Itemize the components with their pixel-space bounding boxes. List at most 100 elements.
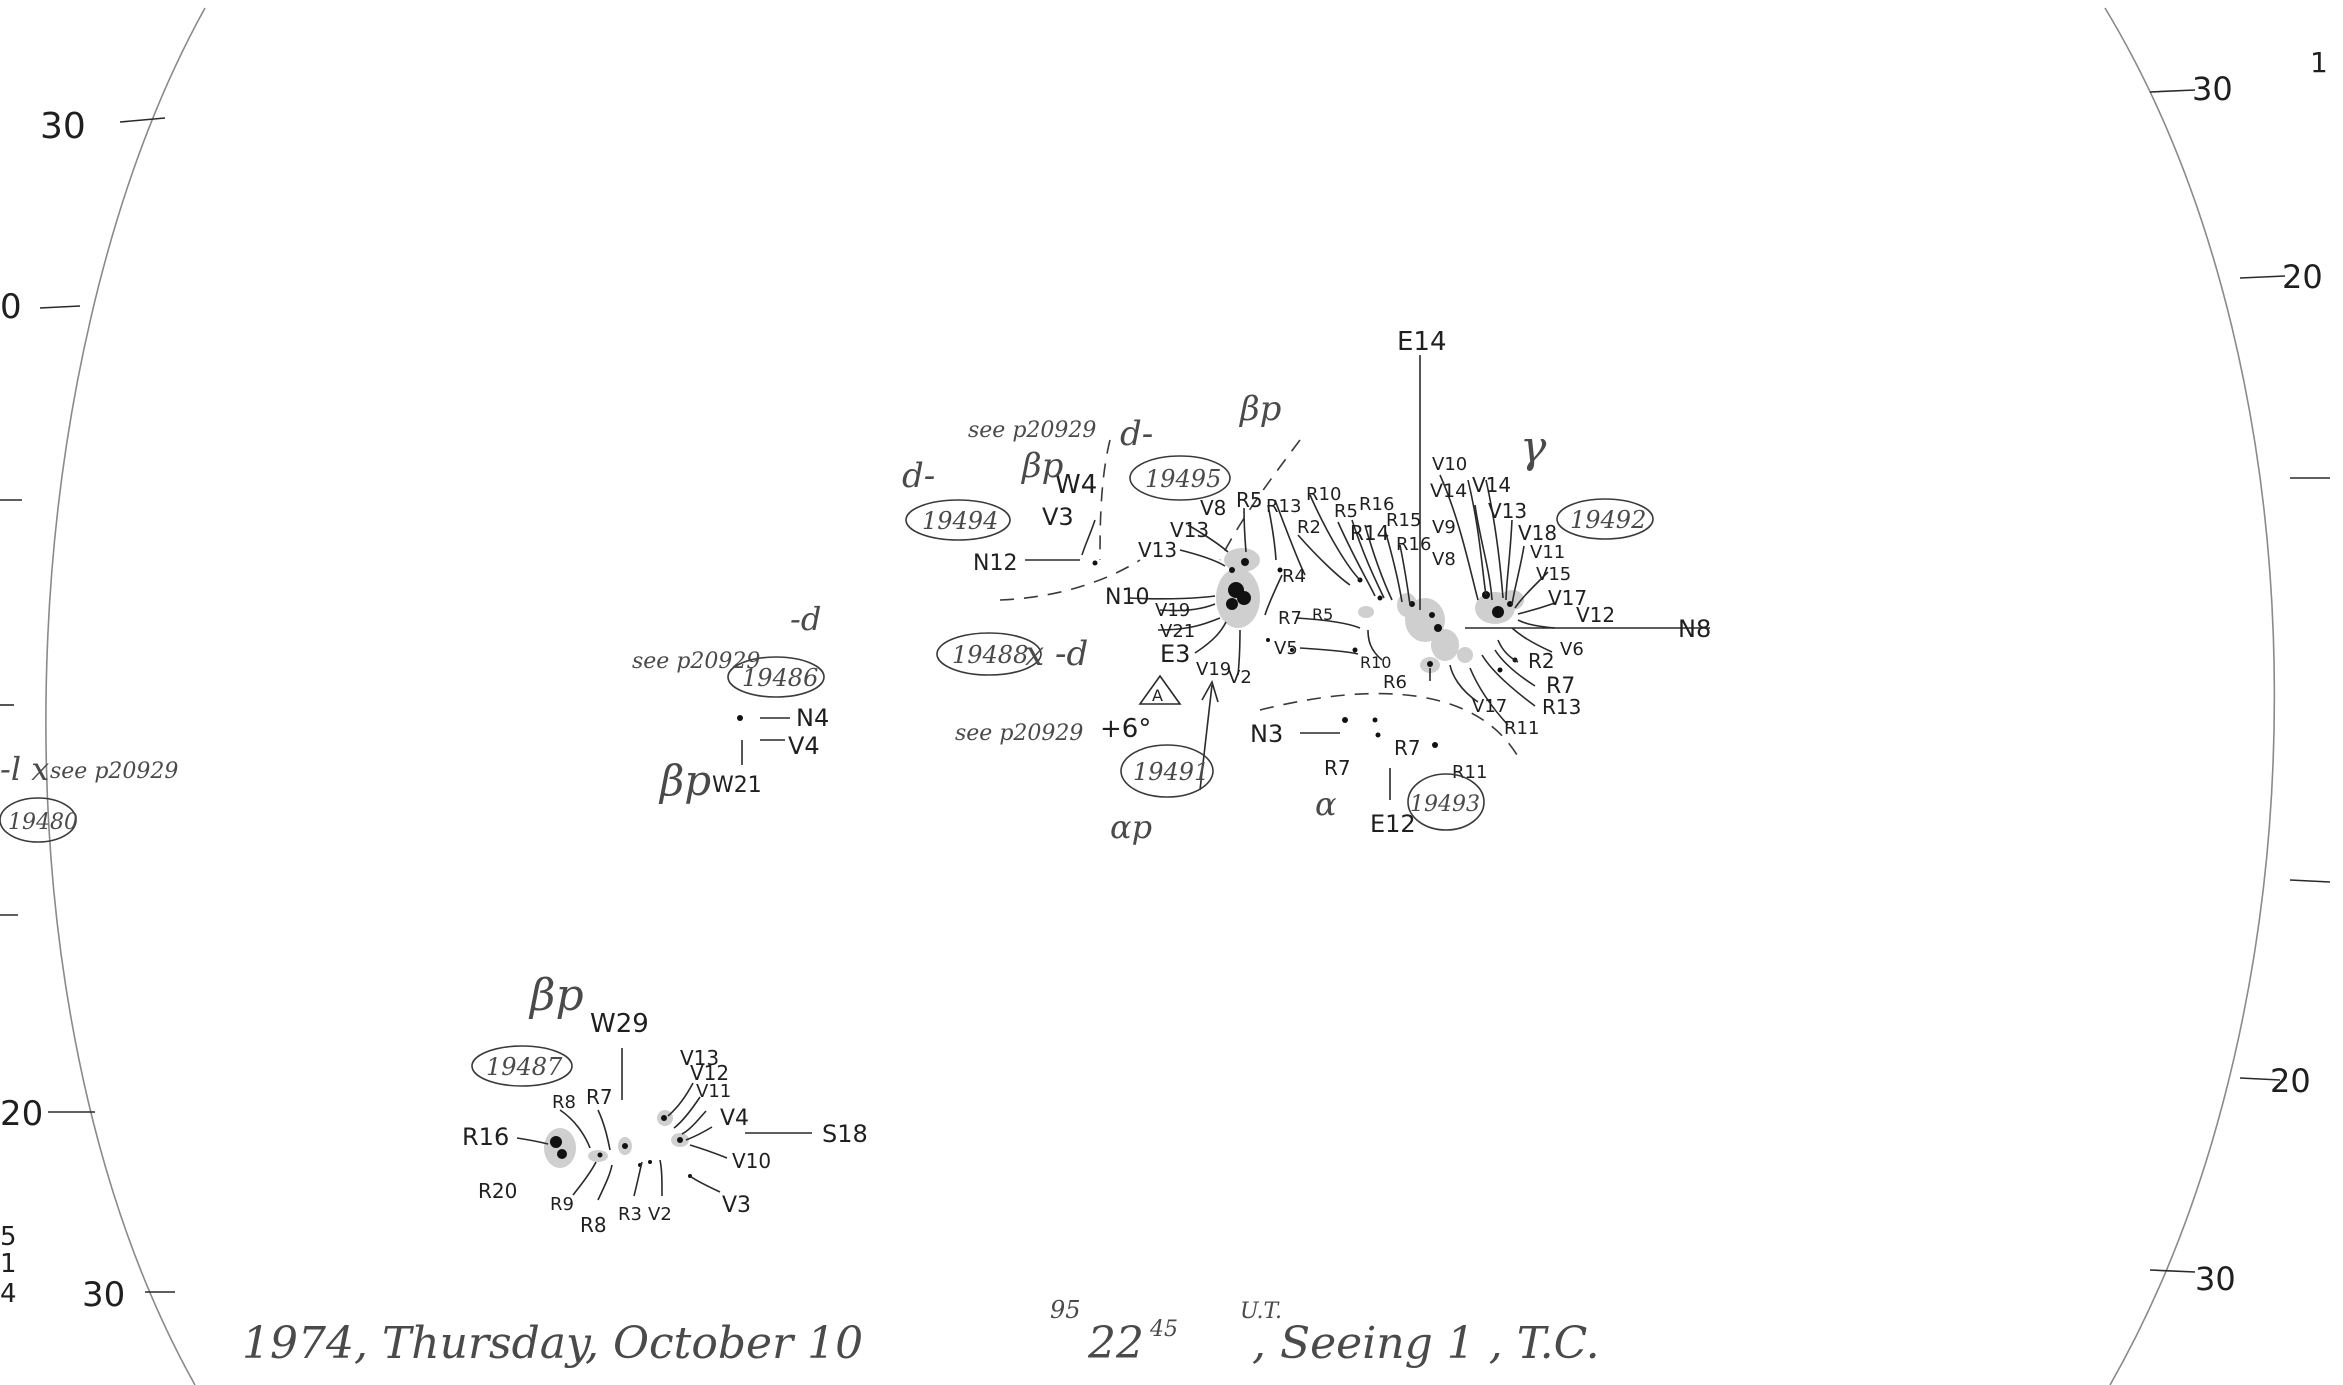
feature-label: V17 (1548, 586, 1587, 610)
caption-seeing: , Seeing 1 , T.C. (1252, 1318, 1600, 1369)
feature-label: R8 (580, 1213, 607, 1237)
region-note: see p20929 (632, 649, 760, 674)
arrow (1199, 684, 1213, 791)
region-number-oval (727, 656, 825, 698)
feature-label: V13 (680, 1046, 719, 1070)
feature-label: V3 (1042, 503, 1074, 531)
feature-label: R2 (1297, 517, 1321, 538)
feature-label: N3 (1250, 720, 1283, 748)
region-boundary (1219, 439, 1301, 561)
feature-label: R7 (1394, 736, 1421, 760)
feature-label: R10 (1360, 653, 1391, 672)
feature-label: V13 (1488, 499, 1527, 523)
edge-mark: 1 (0, 1249, 17, 1279)
feature-label: W4 (1055, 470, 1097, 500)
region-number: 19491 (1133, 758, 1209, 786)
region-class: βp (658, 756, 711, 805)
feature-label: R20 (478, 1179, 517, 1203)
caption-day-fraction: 95 (1050, 1296, 1081, 1324)
feature-label: R15 (1386, 510, 1421, 531)
feature-label: V12 (1576, 603, 1615, 627)
feature-label: N10 (1105, 585, 1149, 610)
region-boundary (999, 559, 1141, 601)
region-boundary (1099, 439, 1111, 561)
right-tick-label: 20 (2270, 1062, 2311, 1100)
feature-label: N8 (1678, 615, 1711, 643)
right-tick-label: 30 (2192, 70, 2233, 108)
feature-label: R8 (552, 1092, 576, 1113)
region-type: d- (902, 456, 935, 496)
feature-label: R5 (1312, 605, 1333, 624)
feature-label: R10 (1306, 484, 1341, 505)
solar-limb-right (2104, 7, 2276, 1385)
feature-label: V11 (1530, 542, 1565, 563)
region-number-oval (1556, 498, 1654, 540)
feature-label: V10 (732, 1149, 771, 1173)
region-class: βp (528, 970, 584, 1021)
feature-label: V15 (1536, 564, 1571, 585)
region-number-oval (1407, 773, 1485, 831)
region-number-oval (936, 632, 1042, 676)
feature-label: R7 (586, 1085, 613, 1109)
region-number: 19488 (952, 641, 1028, 669)
feature-label: V14 (1430, 480, 1467, 502)
sunspot-cluster-mid (737, 715, 790, 765)
left-tick-label: 20 (0, 1094, 43, 1134)
region-number: 19494 (922, 507, 998, 535)
feature-label: V21 (1160, 621, 1195, 642)
feature-label: N12 (973, 551, 1017, 576)
region-class: βp (1238, 389, 1281, 429)
solar-limb-left (45, 7, 206, 1385)
caption-time: 22 (1087, 1318, 1144, 1369)
region-number-oval (905, 499, 1011, 541)
region-boundary (1259, 692, 1521, 761)
feature-label: E3 (1160, 640, 1190, 668)
sunspot-cluster-lower (544, 1110, 692, 1178)
feature-label: N4 (796, 704, 829, 732)
grid-tick (2239, 275, 2286, 279)
grid-tick (2149, 89, 2196, 93)
feature-label: V18 (1518, 521, 1557, 545)
feature-label: S18 (822, 1120, 868, 1148)
feature-label: R7 (1546, 674, 1575, 699)
caption-date: 1974, Thursday, October 10 (242, 1318, 863, 1369)
feature-label: R16 (462, 1123, 509, 1151)
triangle-mark (1138, 674, 1182, 705)
feature-label: V17 (1472, 696, 1507, 717)
edge-mark: 4 (0, 1279, 17, 1309)
observation-caption: 1974, Thursday, October 10 95 22 45 U.T.… (242, 1296, 1600, 1369)
region-type: d- (1120, 414, 1153, 454)
feature-label: V2 (1228, 667, 1252, 688)
region-number-oval (0, 797, 77, 843)
grid-tick (2149, 1269, 2196, 1273)
feature-label: V9 (1432, 517, 1456, 538)
region-number: 19487 (486, 1053, 563, 1081)
grid-tick (39, 305, 81, 309)
feature-label: V8 (1432, 549, 1456, 570)
region-number: 19486 (742, 664, 818, 692)
feature-label: E14 (1397, 327, 1447, 357)
feature-label: R5 (1236, 488, 1263, 512)
feature-label: V8 (1200, 496, 1226, 520)
right-tick-label: 30 (2195, 1260, 2236, 1298)
region-type: -d (790, 600, 821, 638)
feature-label: R5 (1334, 501, 1358, 522)
feature-label: R7 (1324, 756, 1351, 780)
region-note: see p20929 (968, 418, 1096, 443)
region-class: βp (1020, 446, 1063, 486)
left-tick-label: 0 (0, 287, 22, 327)
region-number: 19492 (1570, 506, 1646, 534)
feature-label: V5 (1274, 638, 1298, 659)
region-number: 19480 (8, 810, 78, 835)
region-class: γ (1520, 422, 1547, 473)
grid-tick (119, 117, 166, 123)
sunspot-cluster-main (1092, 548, 1524, 748)
region-class: α (1315, 785, 1337, 823)
feature-label: R13 (1266, 496, 1301, 517)
feature-label: R4 (1282, 566, 1306, 587)
caption-time-minutes: 45 (1149, 1317, 1178, 1342)
edge-mark: 5 (0, 1222, 17, 1252)
left-tick-label: 30 (40, 106, 86, 147)
